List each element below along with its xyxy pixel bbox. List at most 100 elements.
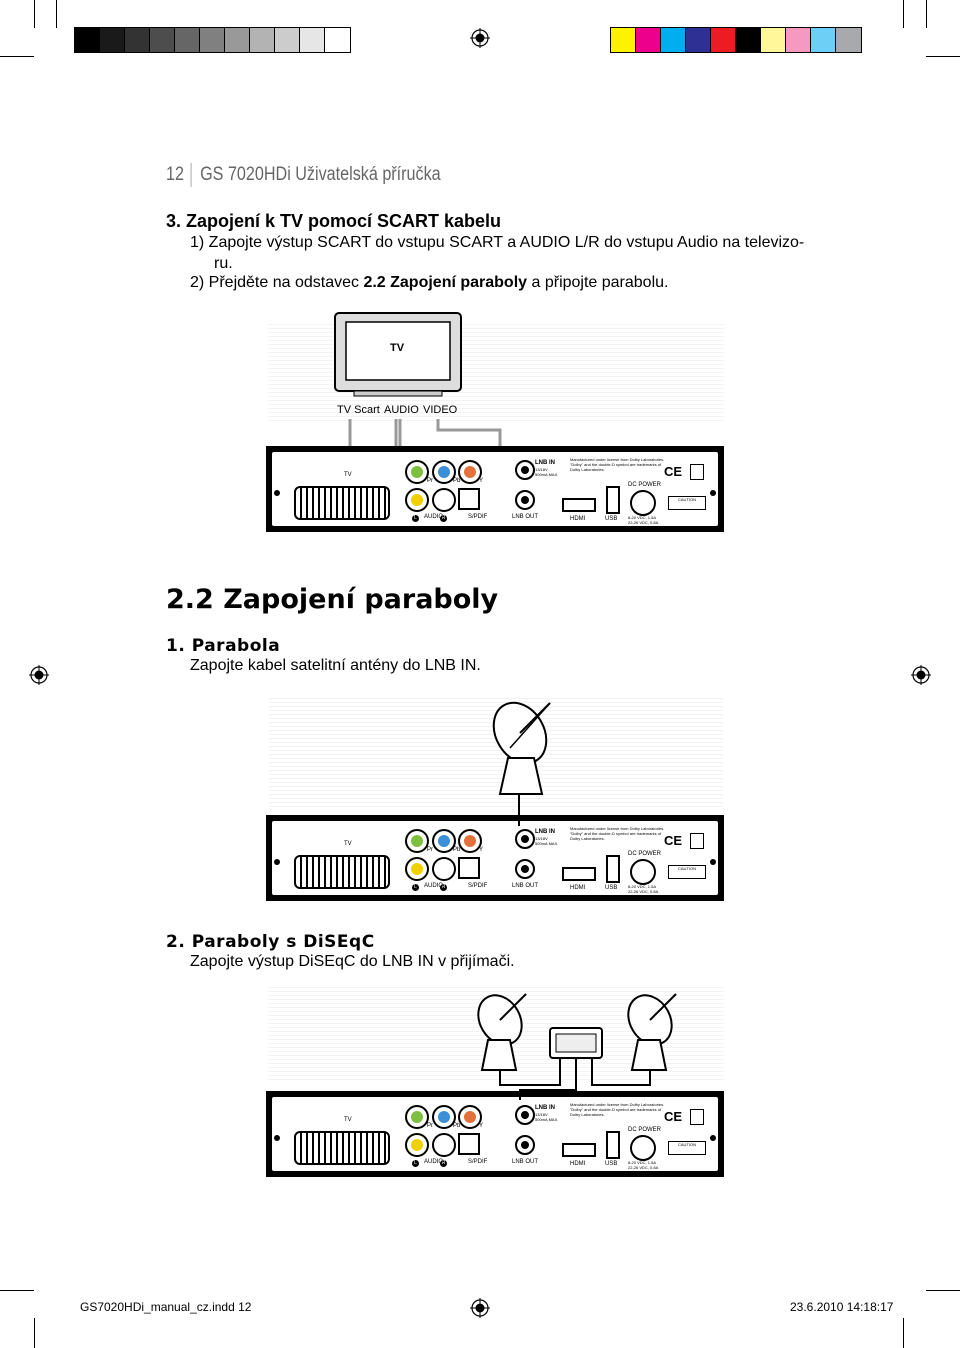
spdif-label: S/PDIF	[468, 1159, 488, 1165]
color-swatch	[785, 27, 812, 53]
usb-port	[606, 486, 620, 514]
l-label: L	[412, 1160, 419, 1167]
screw-hole	[274, 859, 280, 865]
rca-jack	[432, 460, 456, 484]
power-spec: 22-26 VDC, 0.8A	[628, 1165, 659, 1170]
color-swatch	[610, 27, 637, 53]
tv-connection-diagram: TV TV Scart AUDIO VIDEO	[268, 312, 724, 534]
audio-label: AUDIO	[424, 1159, 444, 1165]
power-spec: 22-26 VDC, 0.8A	[628, 889, 659, 894]
registration-mark-icon	[911, 665, 931, 685]
lnb-out-port	[515, 490, 535, 510]
tv-scart-label: TV Scart	[337, 404, 380, 416]
tv-port-label: TV	[344, 1117, 352, 1123]
dc-power-label: DC POWER	[628, 482, 661, 488]
manual-title: GS 7020HDi Uživatelská příručka	[200, 164, 441, 186]
usb-port	[606, 1131, 620, 1159]
gray-swatch	[274, 27, 301, 53]
subsection-1-heading: 1. Parabola	[166, 636, 281, 656]
power-spec: 8-20 VDC, 1.5A	[628, 515, 657, 520]
rca-jack	[432, 1105, 456, 1129]
step-2-link: 2.2 Zapojení paraboly	[363, 274, 528, 291]
rca-jack	[458, 460, 482, 484]
lnb-in-spec: 500mA MAX.	[535, 472, 559, 477]
pb-label: Pb	[453, 478, 461, 484]
color-swatch	[760, 27, 787, 53]
lnb-out-port	[515, 1135, 535, 1155]
usb-port	[606, 855, 620, 883]
audio-label: AUDIO	[424, 883, 444, 889]
ce-mark: CE	[664, 833, 683, 848]
scart-port	[294, 1131, 390, 1165]
hdmi-label: HDMI	[570, 516, 586, 522]
gray-swatch	[174, 27, 201, 53]
hdmi-label: HDMI	[570, 1161, 586, 1167]
lnb-out-label: LNB OUT	[512, 883, 539, 889]
rca-jack	[405, 857, 429, 881]
rca-jack	[405, 1105, 429, 1129]
gray-swatch	[324, 27, 351, 53]
registration-mark-icon	[470, 28, 490, 48]
crop-mark	[0, 56, 34, 57]
lnb-in-label: LNB IN	[535, 1105, 555, 1111]
color-swatch	[810, 27, 837, 53]
color-swatch	[710, 27, 737, 53]
pr-label: Pr	[427, 847, 433, 853]
tv-icon	[334, 312, 462, 397]
spdif-port	[458, 488, 480, 510]
gray-swatch	[124, 27, 151, 53]
hdmi-label: HDMI	[570, 885, 586, 891]
crop-mark	[926, 1290, 960, 1291]
step-1-text: 1) Zapojte výstup SCART do vstupu SCART …	[190, 234, 805, 251]
y-label: Y	[479, 478, 484, 484]
rca-jack	[432, 829, 456, 853]
page-number: 12	[166, 164, 184, 186]
section-3-heading: 3. Zapojení k TV pomocí SCART kabelu	[166, 211, 502, 231]
subsection-2-text: Zapojte výstup DiSEqC do LNB IN v přijím…	[190, 953, 515, 970]
lnb-out-label: LNB OUT	[512, 1159, 539, 1165]
caution-label: CAUTION	[668, 496, 706, 510]
rca-jack	[458, 1105, 482, 1129]
screw-hole	[274, 1135, 280, 1141]
hdmi-port	[562, 498, 596, 512]
power-spec: 22-26 VDC, 0.8A	[628, 520, 659, 525]
satellite-dish-icon	[477, 993, 527, 1071]
usb-label: USB	[605, 885, 618, 891]
step-2-text: 2) Přejděte na odstavec 2.2 Zapojení par…	[190, 272, 668, 294]
step-2-prefix: 2) Přejděte na odstavec	[190, 274, 364, 291]
r-label: R	[440, 515, 447, 522]
tv-label: TV	[390, 342, 405, 354]
lnb-in-port	[515, 460, 535, 480]
rca-jack	[405, 829, 429, 853]
caution-label: CAUTION	[668, 1141, 706, 1155]
dolby-text: Manufactured under license from Dolby La…	[570, 1102, 665, 1107]
footer-filename: GS7020HDi_manual_cz.indd 12	[80, 1300, 252, 1314]
weee-icon	[690, 1109, 704, 1125]
satellite-dish-icon	[492, 701, 551, 826]
screw-hole	[710, 859, 716, 865]
screw-hole	[710, 1135, 716, 1141]
y-label: Y	[479, 847, 484, 853]
gray-swatch	[249, 27, 276, 53]
rca-jack	[432, 488, 456, 512]
weee-icon	[690, 833, 704, 849]
registration-mark-icon	[29, 665, 49, 685]
dolby-text: Dolby Laboratories.	[570, 836, 605, 841]
dolby-text: "Dolby" and the double-D symbol are trad…	[570, 462, 662, 467]
crop-mark	[0, 1290, 34, 1291]
dc-power-port	[630, 1135, 656, 1161]
ce-mark: CE	[664, 1109, 683, 1124]
hdmi-port	[562, 1143, 596, 1157]
lnb-in-port	[515, 1105, 535, 1125]
pr-label: Pr	[427, 478, 433, 484]
power-spec: 8-20 VDC, 1.5A	[628, 1160, 657, 1165]
lnb-in-spec: 13/18V	[535, 836, 548, 841]
crop-mark	[903, 0, 904, 28]
rca-jack	[458, 829, 482, 853]
ce-mark: CE	[664, 464, 683, 479]
spdif-port	[458, 857, 480, 879]
spdif-port	[458, 1133, 480, 1155]
color-swatch	[660, 27, 687, 53]
l-label: L	[412, 515, 419, 522]
crop-mark	[903, 1318, 904, 1348]
